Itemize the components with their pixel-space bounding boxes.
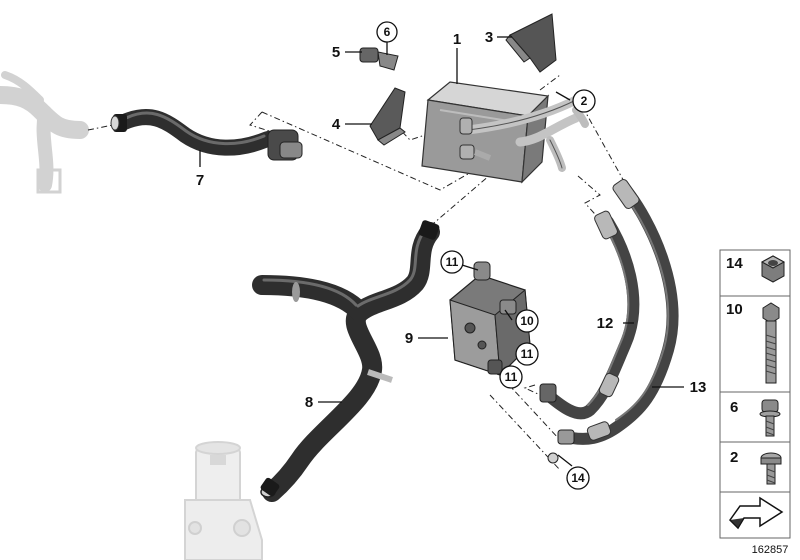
callout-numbers: 1 3 5 4 7 8 9 12 13 [196, 29, 707, 411]
callout-3: 3 [485, 29, 493, 46]
callout-13: 13 [690, 379, 707, 396]
svg-text:10: 10 [520, 314, 534, 328]
svg-text:11: 11 [521, 347, 534, 361]
callout-11-valve: 11 [440, 250, 464, 274]
callout-14: 14 [566, 466, 590, 490]
svg-text:2: 2 [581, 94, 588, 108]
callout-4: 4 [332, 116, 341, 133]
legend-number-14: 14 [726, 255, 743, 272]
legend-number-2: 2 [730, 449, 738, 466]
callout-6: 6 [376, 21, 398, 43]
hose-part-13 [547, 179, 679, 464]
svg-text:11: 11 [505, 370, 518, 384]
legend-cell-6 [719, 391, 791, 443]
callout-5: 5 [332, 44, 340, 61]
hex-nut-icon [760, 255, 786, 283]
forward-arrow-icon [729, 496, 784, 530]
svg-text:6: 6 [384, 25, 391, 39]
hose-part-12 [539, 210, 640, 420]
callout-7: 7 [196, 172, 204, 189]
callout-11-upper: 11 [515, 342, 539, 366]
legend-number-6: 6 [730, 399, 738, 416]
long-hex-bolt-icon [762, 302, 780, 384]
legend-number-10: 10 [726, 301, 743, 318]
fastener-legend: 14 10 6 2 [719, 249, 791, 539]
callout-8: 8 [305, 394, 313, 411]
ghost-engine-pipe [0, 71, 89, 194]
cooler-pipes [546, 106, 589, 172]
oil-cooler-part-1 [421, 81, 581, 184]
collar-screw-icon [759, 399, 781, 437]
bracket-part-3 [505, 13, 557, 73]
callout-12: 12 [597, 315, 614, 332]
leader-lines [199, 36, 684, 467]
document-number: 162857 [752, 544, 789, 556]
callout-2: 2 [572, 89, 596, 113]
legend-cell-2 [719, 441, 791, 493]
ghost-pump [184, 441, 263, 560]
svg-text:14: 14 [571, 471, 585, 485]
callout-1: 1 [453, 31, 461, 48]
svg-text:11: 11 [446, 255, 459, 269]
callout-10: 10 [515, 309, 539, 333]
hose-part-7 [110, 109, 303, 161]
callout-9: 9 [405, 330, 413, 347]
torx-screw-icon [760, 452, 782, 485]
bracket-part-5 [359, 47, 399, 71]
bracket-part-4 [369, 87, 406, 146]
legend-cell-10 [719, 295, 791, 393]
callout-11-lower: 11 [499, 365, 523, 389]
hose-part-8 [252, 220, 440, 502]
circled-callouts: 6 2 11 10 11 11 14 [376, 21, 596, 490]
